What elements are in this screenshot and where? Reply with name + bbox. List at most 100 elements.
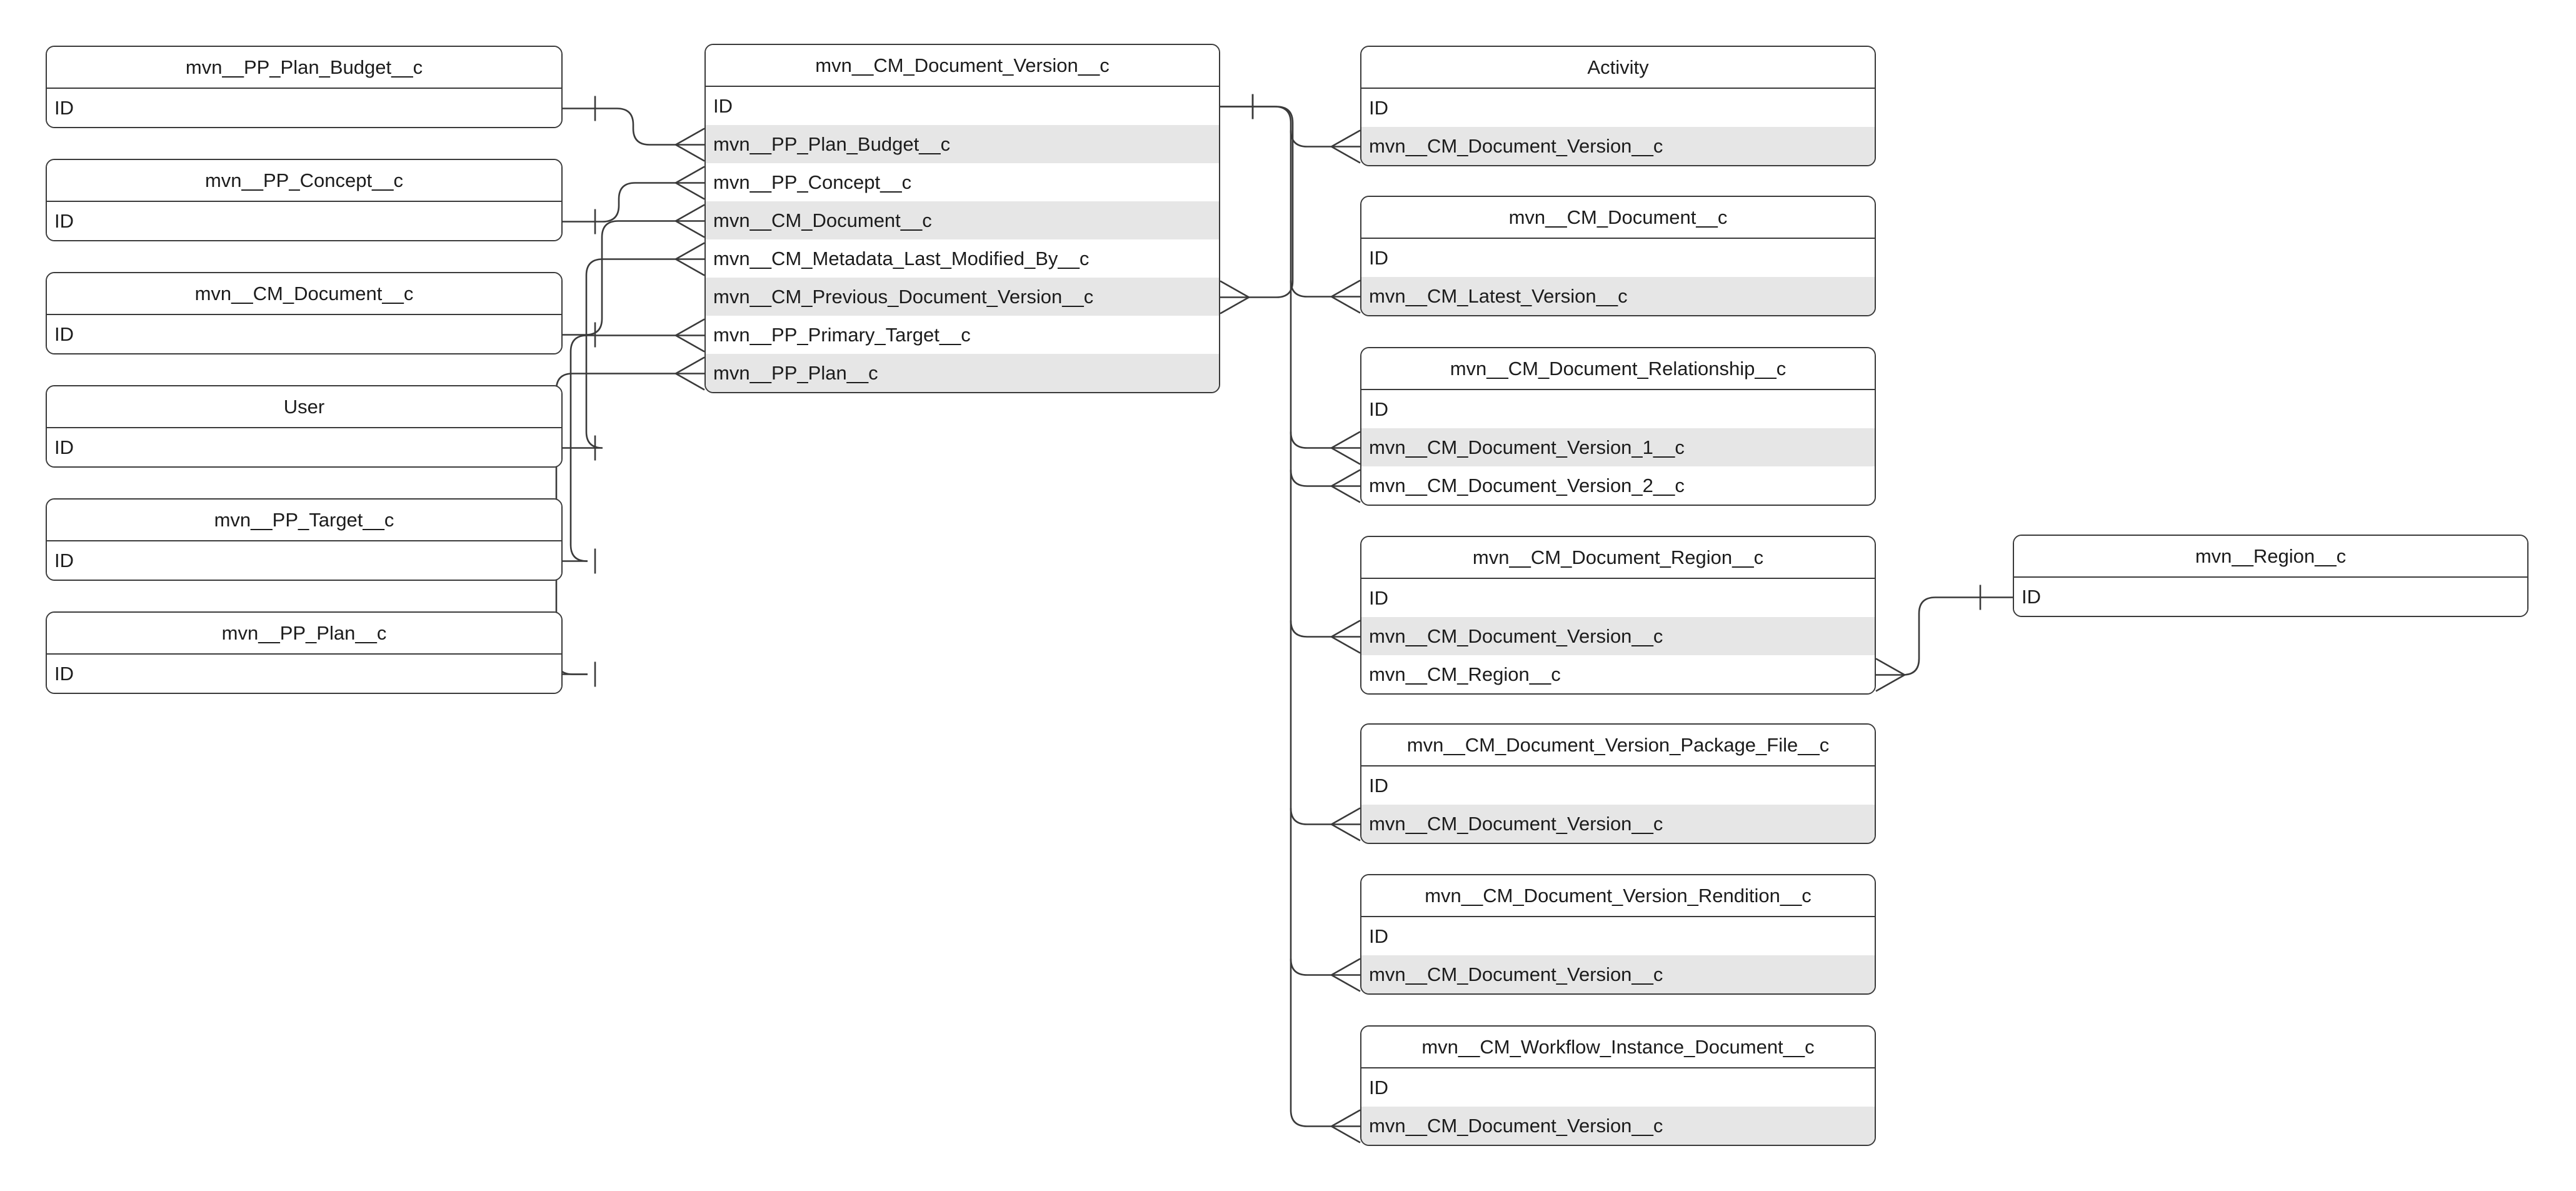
field-row[interactable]: mvn__CM_Document_Version__c (1361, 127, 1875, 165)
connector-line (1331, 431, 1361, 449)
connector-line (675, 373, 705, 391)
entity-title: mvn__PP_Concept__c (47, 160, 561, 201)
connector-line (1331, 636, 1361, 654)
connector-line (1331, 469, 1361, 487)
field-row[interactable]: mvn__PP_Plan__c (706, 354, 1219, 392)
field-row[interactable]: mvn__CM_Document_Version__c (1361, 617, 1875, 655)
field-row-id[interactable]: ID (1361, 89, 1875, 127)
field-row[interactable]: mvn__CM_Region__c (1361, 655, 1875, 693)
field-row-id[interactable]: ID (1361, 239, 1875, 277)
field-row[interactable]: mvn__PP_Primary_Target__c (706, 316, 1219, 354)
entity-title: Activity (1361, 47, 1875, 88)
connector-line (675, 144, 705, 162)
connector-line (585, 220, 676, 336)
connector-line (1290, 431, 1331, 449)
connector-line (1290, 130, 1331, 148)
entity-title: mvn__Region__c (2014, 536, 2527, 576)
connector-line (585, 258, 676, 449)
entity-field-list: ID (47, 653, 561, 693)
entity-field-list: ID (47, 540, 561, 580)
entity-title: mvn__CM_Document_Relationship__c (1361, 348, 1875, 389)
field-row[interactable]: mvn__CM_Document_Version_2__c (1361, 466, 1875, 505)
field-row[interactable]: mvn__CM_Document_Version_1__c (1361, 428, 1875, 466)
connector-line (675, 258, 705, 276)
connector-line (1331, 296, 1361, 314)
connector-line (1290, 808, 1331, 825)
field-row-id[interactable]: ID (47, 541, 561, 580)
field-row-id[interactable]: ID (1361, 579, 1875, 617)
entity-title: mvn__CM_Workflow_Instance_Document__c (1361, 1027, 1875, 1067)
field-row[interactable]: mvn__CM_Latest_Version__c (1361, 277, 1875, 315)
field-row[interactable]: mvn__CM_Document_Version__c (1361, 805, 1875, 843)
field-row[interactable]: mvn__PP_Concept__c (706, 163, 1219, 201)
field-row-id[interactable]: ID (2014, 578, 2527, 616)
connector-line (588, 108, 676, 146)
field-row-id[interactable]: ID (47, 655, 561, 693)
connector-line (1331, 807, 1361, 825)
entity-title: mvn__CM_Document_Version_Package_File__c (1361, 725, 1875, 765)
field-row-id[interactable]: ID (706, 87, 1219, 125)
field-row-id[interactable]: ID (1361, 766, 1875, 805)
field-row[interactable]: mvn__PP_Plan_Budget__c (706, 125, 1219, 163)
field-row[interactable]: mvn__CM_Document_Version__c (1361, 1107, 1875, 1145)
connector-line (1220, 280, 1250, 298)
connector-line (675, 166, 705, 184)
entity-mvn__CM_Document_Version_Package_File__c[interactable]: mvn__CM_Document_Version_Package_File__c… (1360, 723, 1876, 844)
connector-line (1331, 146, 1361, 164)
field-row-id[interactable]: ID (47, 315, 561, 353)
field-row-id[interactable]: ID (1361, 390, 1875, 428)
field-row-id[interactable]: ID (1361, 917, 1875, 955)
connector-line (1331, 129, 1361, 148)
entity-title: mvn__CM_Document_Region__c (1361, 537, 1875, 578)
connector-line (675, 242, 705, 260)
connector-line (675, 182, 705, 200)
connector-line (675, 204, 705, 222)
entity-title: mvn__CM_Document_Version_Rendition__c (1361, 875, 1875, 916)
entity-title: mvn__CM_Document__c (1361, 197, 1875, 238)
connector-line (1875, 674, 1905, 692)
field-row-id[interactable]: ID (47, 202, 561, 240)
connector-line (1290, 620, 1331, 638)
entity-title: mvn__PP_Target__c (47, 500, 561, 540)
connector-line (1331, 1125, 1361, 1143)
connector-line (1331, 620, 1361, 638)
entity-title: mvn__PP_Plan__c (47, 613, 561, 653)
field-row[interactable]: mvn__CM_Document_Version__c (1361, 955, 1875, 993)
connector-line (1331, 823, 1361, 842)
entity-field-list: ID (47, 88, 561, 127)
connector-line (675, 356, 705, 374)
connector-line (675, 318, 705, 336)
connector-line (1331, 1109, 1361, 1127)
field-row[interactable]: mvn__CM_Previous_Document_Version__c (706, 278, 1219, 316)
entity-title: mvn__CM_Document__c (47, 273, 561, 314)
field-row[interactable]: mvn__CM_Metadata_Last_Modified_By__c (706, 239, 1219, 278)
field-row-id[interactable]: ID (47, 89, 561, 127)
connector-line (1875, 658, 1905, 676)
field-row-id[interactable]: ID (1361, 1068, 1875, 1107)
entity-title: mvn__CM_Document_Version__c (706, 45, 1219, 86)
field-row[interactable]: mvn__CM_Document__c (706, 201, 1219, 239)
connector-line (555, 373, 676, 675)
entity-field-list: ID (47, 427, 561, 466)
field-row-id[interactable]: ID (47, 428, 561, 466)
